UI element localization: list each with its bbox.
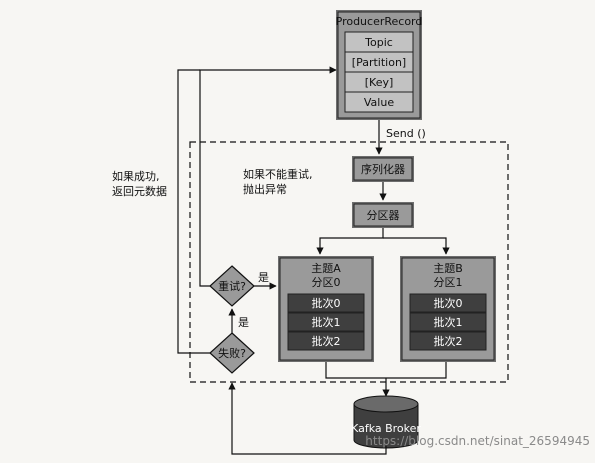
topic-a-title: 主题A bbox=[311, 262, 341, 275]
yes-label-fail: 是 bbox=[238, 316, 249, 329]
serializer-box: 序列化器 bbox=[352, 156, 414, 182]
producer-dashed-boundary bbox=[189, 141, 509, 383]
field-key: [Key] bbox=[365, 76, 394, 89]
field-topic: Topic bbox=[364, 36, 393, 49]
success-note-line2: 返回元数据 bbox=[112, 184, 167, 198]
yes-label-retry: 是 bbox=[258, 271, 269, 284]
success-note-line1: 如果成功, bbox=[112, 169, 160, 183]
serializer-label: 序列化器 bbox=[361, 162, 405, 176]
topic-b-batch-0: 批次0 bbox=[434, 296, 463, 310]
send-label: Send () bbox=[386, 127, 426, 140]
field-value: Value bbox=[364, 96, 394, 109]
topic-a-batch-2: 批次2 bbox=[312, 334, 341, 348]
topic-a-partition: 分区0 bbox=[312, 276, 341, 289]
error-note-line2: 抛出异常 bbox=[243, 182, 287, 196]
retry-decision-diamond: 重试? bbox=[209, 265, 255, 307]
topic-a-box: 主题A 分区0 批次0 批次1 批次2 bbox=[278, 256, 374, 362]
topic-b-batch-1: 批次1 bbox=[434, 315, 463, 329]
partitioner-label: 分区器 bbox=[367, 209, 400, 222]
partitioner-box: 分区器 bbox=[352, 202, 414, 228]
producer-record-box: ProducerRecord Topic [Partition] [Key] V… bbox=[336, 10, 423, 120]
kafka-broker-label: Kafka Broker bbox=[351, 422, 421, 435]
error-note-line1: 如果不能重试, bbox=[243, 167, 313, 181]
topic-b-batch-2: 批次2 bbox=[434, 334, 463, 348]
topic-b-partition: 分区1 bbox=[434, 276, 463, 289]
kafka-broker-cylinder: Kafka Broker bbox=[351, 395, 421, 449]
producer-record-title: ProducerRecord bbox=[336, 15, 423, 28]
fail-decision-diamond: 失败? bbox=[209, 332, 255, 374]
retry-label: 重试? bbox=[218, 279, 246, 293]
topic-b-title: 主题B bbox=[433, 262, 463, 275]
fail-label: 失败? bbox=[218, 346, 246, 360]
topic-b-box: 主题B 分区1 批次0 批次1 批次2 bbox=[400, 256, 496, 362]
topic-a-batch-1: 批次1 bbox=[312, 315, 341, 329]
field-partition: [Partition] bbox=[352, 56, 406, 69]
topic-a-batch-0: 批次0 bbox=[312, 296, 341, 310]
watermark: https://blog.csdn.net/sinat_26594945 bbox=[365, 434, 590, 448]
